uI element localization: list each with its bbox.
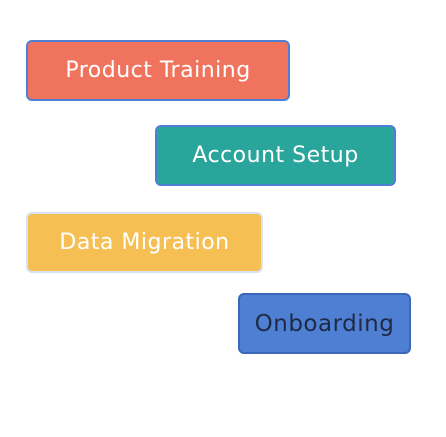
onboarding-button[interactable]: Onboarding [238, 293, 411, 354]
data-migration-button[interactable]: Data Migration [26, 212, 263, 273]
account-setup-button[interactable]: Account Setup [155, 125, 396, 186]
product-training-button[interactable]: Product Training [26, 40, 290, 101]
